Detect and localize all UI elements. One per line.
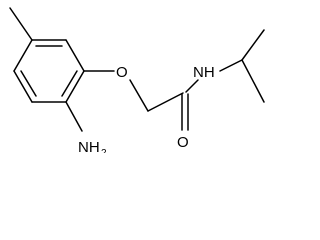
amine-bond (65, 101, 83, 132)
ring-bond (13, 39, 33, 72)
ring-double-bond (61, 70, 78, 97)
methyl-bond (9, 7, 33, 41)
carbonyl-nitrogen-bond (185, 79, 199, 93)
isopropyl-methyl-bond (241, 29, 265, 61)
ring-bond (13, 70, 33, 103)
isopropyl-methyl-bond (241, 59, 265, 103)
ring-bond (65, 70, 85, 103)
methylene-carbonyl-bond (147, 92, 184, 112)
carbonyl-oxygen-label: O (177, 134, 189, 151)
amine-label: NH (78, 139, 100, 153)
benzene-ring (13, 39, 85, 103)
amide-nitrogen-label: NH (193, 64, 215, 81)
oxygen-methylene-bond (129, 79, 149, 112)
amine-subscript: 2 (101, 148, 107, 153)
nitrogen-isopropyl-bond (219, 59, 243, 72)
ring-bond (65, 39, 85, 72)
structure-diagram: NH 2 O O NH (9, 7, 265, 153)
ring-double-bond (20, 70, 37, 97)
ether-oxygen-label: O (116, 64, 128, 81)
